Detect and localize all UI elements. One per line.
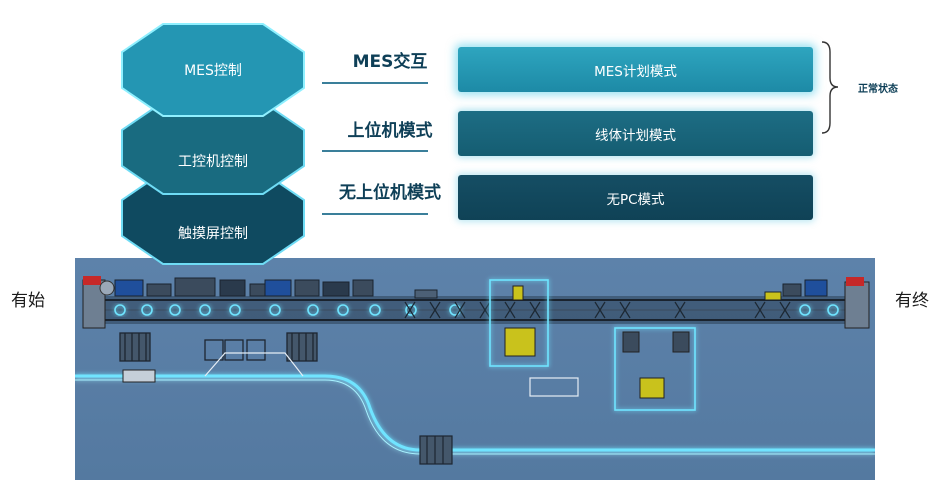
mode-divider xyxy=(322,150,428,152)
lower-rack xyxy=(419,435,453,465)
line-end-label: 有终 xyxy=(895,291,929,311)
octagon-shape xyxy=(121,101,305,195)
brace-icon xyxy=(821,41,839,134)
ipc-control-label: 工控机控制 xyxy=(178,154,248,170)
mode-divider xyxy=(322,82,428,84)
machine-modules xyxy=(114,277,828,301)
mes-control-label: MES控制 xyxy=(184,63,242,79)
mode-label-mes: MES交互 xyxy=(352,52,428,72)
material-racks xyxy=(119,332,318,362)
start-station xyxy=(82,276,115,329)
transfer-bridge xyxy=(204,352,304,377)
mes-control-octagon[interactable]: MES控制 xyxy=(118,20,308,120)
octagon-shape xyxy=(121,23,305,117)
ipc-control-octagon[interactable]: 工控机控制 xyxy=(118,98,308,198)
mode-divider xyxy=(322,213,428,215)
robot-cell-1 xyxy=(489,279,579,397)
mes-plan-mode-bar[interactable]: MES计划模式 xyxy=(458,47,813,92)
production-line-image xyxy=(75,258,875,480)
mode-label-no-ipc: 无上位机模式 xyxy=(339,183,441,203)
line-start-label: 有始 xyxy=(11,291,45,311)
touchscreen-control-label: 触摸屏控制 xyxy=(178,226,248,242)
end-station xyxy=(844,277,870,329)
main-conveyor xyxy=(83,296,868,324)
no-pc-mode-bar[interactable]: 无PC模式 xyxy=(458,175,813,220)
line-plan-mode-bar[interactable]: 线体计划模式 xyxy=(458,111,813,156)
robot-cell-2 xyxy=(614,327,696,411)
return-conveyor xyxy=(75,374,875,455)
mode-label-ipc: 上位机模式 xyxy=(347,121,433,141)
normal-state-label: 正常状态 xyxy=(858,84,898,95)
agv-cart xyxy=(122,369,156,383)
control-stack: 触摸屏控制 工控机控制 MES控制 xyxy=(118,20,308,265)
